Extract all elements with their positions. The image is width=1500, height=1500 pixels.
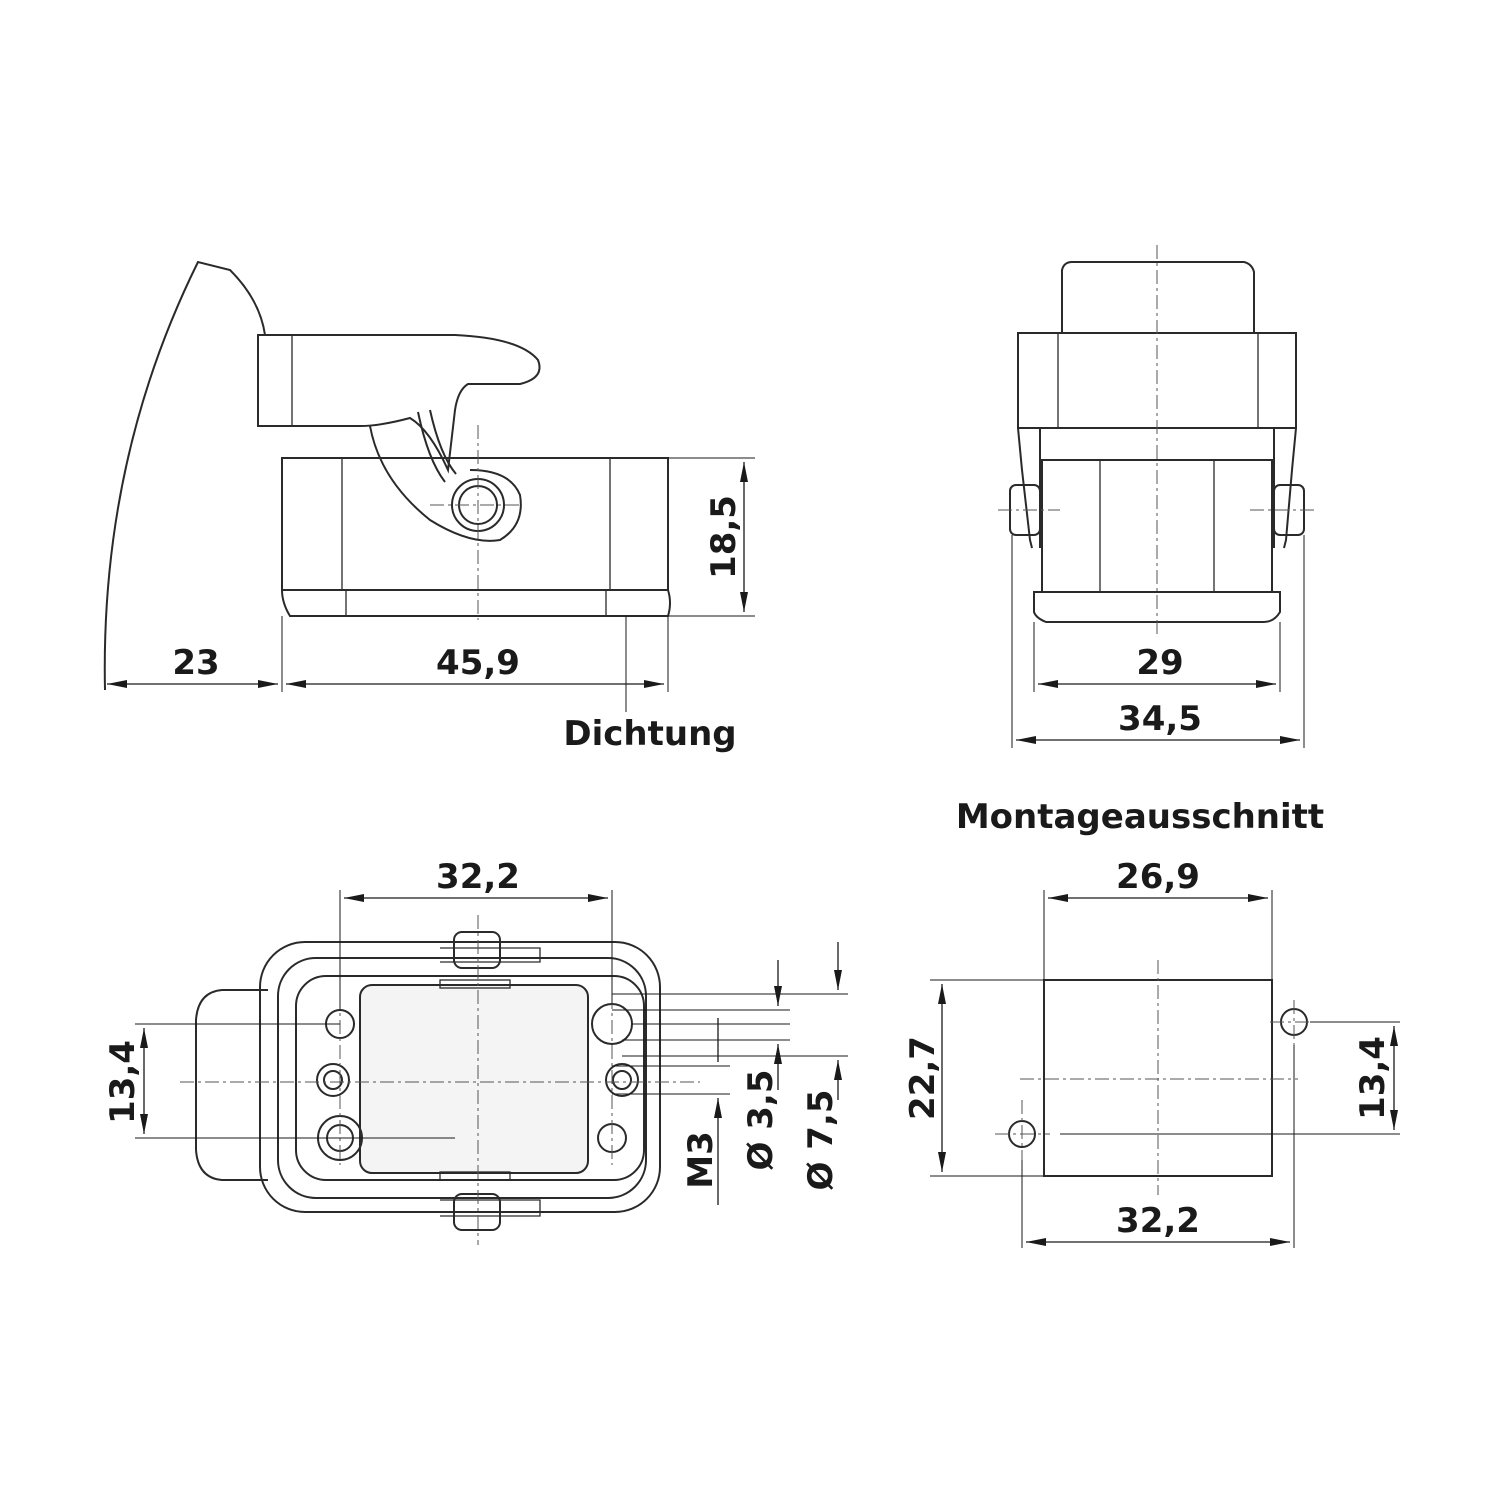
dim-hole-spacing: 32,2 [436,857,520,897]
lever-slot [417,409,457,483]
hole-pin-left [316,1063,350,1097]
dim-thread: M3 [681,1131,721,1189]
dim-length: 45,9 [436,643,520,683]
top-cap [1061,261,1255,333]
dim-height: 18,5 [704,495,744,579]
lever-pivot-plate [369,425,522,542]
left-lever-arm [1017,427,1041,549]
front-base [1033,591,1281,623]
bottom-clip [453,1193,501,1231]
insert-window [359,984,589,1174]
hole-pin-left-inner [323,1070,343,1090]
top-view: 32,2 13,4 M3 Ø 3,5 Ø 7,5 [103,857,848,1245]
dim-small-hole: Ø 3,5 [741,1070,781,1171]
dim-row-spacing: 13,4 [103,1040,143,1124]
label-gasket: Dichtung [563,714,736,754]
dim-base-width: 29 [1136,643,1183,683]
outer-frame [259,941,661,1213]
base-flange [280,589,671,617]
dim-cutout-height: 22,7 [903,1036,943,1120]
right-lever-arm [1273,427,1297,549]
dim-cutout-hole-x: 32,2 [1116,1201,1200,1241]
top-clip [453,931,501,969]
dim-large-hole: Ø 7,5 [801,1090,841,1191]
side-view: 23 45,9 18,5 Dichtung [103,260,755,754]
lever-tab [195,989,268,1181]
dim-lever-offset: 23 [172,643,219,683]
front-view: 29 34,5 [998,245,1316,748]
hole-pin-right-inner [612,1070,632,1090]
hole-pin-right [605,1063,639,1097]
dim-cutout-width: 26,9 [1116,857,1200,897]
lever-swing-arc [103,260,266,691]
frame-rim [277,957,647,1199]
cutout-title: Montageausschnitt [956,797,1324,837]
dim-cutout-hole-y: 13,4 [1353,1036,1393,1120]
lever-arm [257,334,541,474]
cutout-view: Montageausschnitt 26,9 22,7 32,2 13,4 [903,797,1400,1248]
dim-overall-width: 34,5 [1118,699,1202,739]
